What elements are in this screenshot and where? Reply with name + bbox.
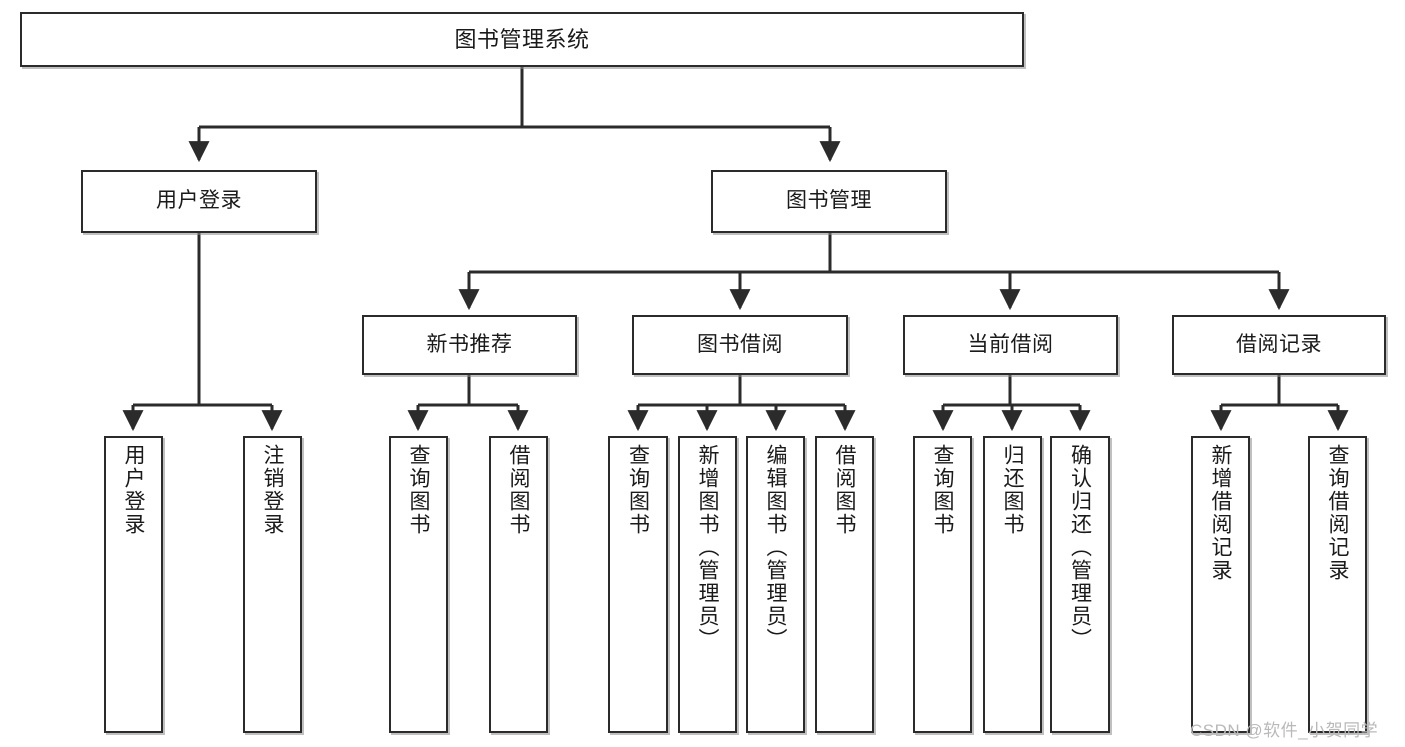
node-label: 查询图书	[931, 444, 954, 536]
node-leaf-return-book[interactable]: 归还图书	[983, 436, 1042, 733]
node-leaf-edit-book-admin[interactable]: 编辑图书（管理员）	[746, 436, 805, 733]
node-label: 当前借阅	[967, 332, 1054, 356]
node-leaf-add-borrow-record[interactable]: 新增借阅记录	[1191, 436, 1250, 733]
node-label: 确认归还（管理员）	[1068, 444, 1092, 651]
node-label: 新书推荐	[426, 332, 513, 356]
csdn-watermark: CSDN @软件_小贺同学	[1190, 716, 1378, 741]
node-label: 图书管理	[786, 189, 872, 213]
node-user-login[interactable]: 用户登录	[81, 170, 317, 233]
node-leaf-query-book-current[interactable]: 查询图书	[913, 436, 972, 733]
node-label: 新增图书（管理员）	[696, 444, 719, 651]
node-new-book-recommend[interactable]: 新书推荐	[362, 315, 577, 375]
watermark-text: CSDN @软件_小贺同学	[1190, 721, 1379, 740]
node-label: 新增借阅记录	[1209, 444, 1232, 582]
node-label: 查询借阅记录	[1326, 444, 1349, 582]
node-label: 注销登录	[261, 444, 284, 536]
node-leaf-borrow-book[interactable]: 借阅图书	[815, 436, 874, 733]
node-label: 用户登录	[156, 189, 242, 213]
node-leaf-query-borrow-record[interactable]: 查询借阅记录	[1308, 436, 1367, 733]
node-leaf-logout[interactable]: 注销登录	[243, 436, 302, 733]
node-label: 归还图书	[1001, 444, 1024, 536]
node-leaf-confirm-return-admin[interactable]: 确认归还（管理员）	[1050, 436, 1110, 733]
node-borrow-record[interactable]: 借阅记录	[1172, 315, 1386, 375]
node-leaf-query-book-borrow[interactable]: 查询图书	[608, 436, 668, 733]
node-label: 借阅图书	[833, 444, 856, 536]
node-label: 查询图书	[407, 444, 430, 536]
node-book-management[interactable]: 图书管理	[711, 170, 947, 233]
node-leaf-borrow-book-recommend[interactable]: 借阅图书	[489, 436, 548, 733]
node-label: 图书借阅	[697, 332, 783, 356]
node-label: 图书管理系统	[454, 26, 590, 52]
node-label: 用户登录	[122, 444, 145, 536]
node-label: 借阅图书	[507, 444, 530, 536]
node-root-system[interactable]: 图书管理系统	[20, 12, 1024, 67]
node-leaf-query-book-recommend[interactable]: 查询图书	[389, 436, 448, 733]
node-leaf-user-login[interactable]: 用户登录	[104, 436, 163, 733]
node-label: 查询图书	[626, 444, 650, 536]
node-book-borrow[interactable]: 图书借阅	[632, 315, 848, 375]
node-leaf-add-book-admin[interactable]: 新增图书（管理员）	[678, 436, 737, 733]
node-current-borrow[interactable]: 当前借阅	[903, 315, 1118, 375]
node-label: 编辑图书（管理员）	[764, 444, 787, 651]
node-label: 借阅记录	[1236, 332, 1322, 356]
